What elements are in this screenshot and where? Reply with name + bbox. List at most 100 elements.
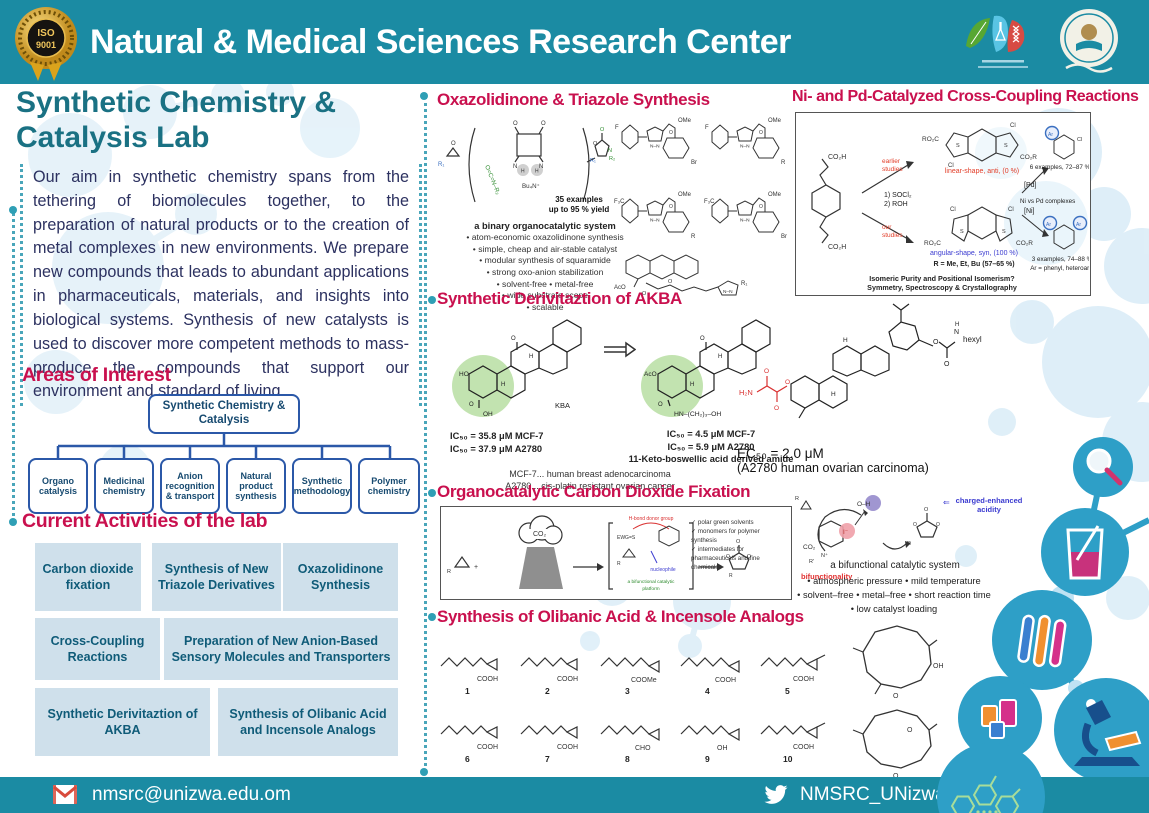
svg-text:F₃C: F₃C	[704, 199, 715, 205]
triazole-structures: F N–N OMe O Br F N–N OMe O R F₃C	[614, 118, 787, 240]
svg-text:O: O	[893, 693, 899, 700]
svg-text:O: O	[593, 141, 598, 147]
email-icon	[53, 785, 77, 804]
svg-text:O: O	[669, 130, 673, 136]
svg-text:R₂: R₂	[609, 156, 615, 162]
svg-text:angular-shape, syn, (100 %): angular-shape, syn, (100 %)	[930, 250, 1018, 257]
dot-cap	[420, 768, 428, 776]
svg-text:H: H	[529, 354, 533, 360]
svg-text:Bu₄N⁺: Bu₄N⁺	[522, 183, 540, 190]
svg-text:2) ROH: 2) ROH	[884, 201, 908, 208]
svg-text:Cl: Cl	[948, 163, 954, 169]
svg-text:3: 3	[625, 686, 630, 696]
svg-text:N: N	[539, 164, 543, 170]
svg-text:up to 95 % yield: up to 95 % yield	[549, 205, 610, 214]
svg-text:H: H	[501, 382, 505, 388]
svg-text:R: R	[691, 234, 696, 240]
svg-text:O: O	[541, 121, 546, 127]
org-child-natural-product: Natural product synthesis	[226, 458, 286, 514]
svg-text:R: R	[447, 569, 451, 575]
svg-text:OH: OH	[933, 663, 944, 670]
svg-text:[Ni]: [Ni]	[1024, 208, 1035, 215]
twitter-handle[interactable]: NMSRC_UNizwa	[800, 784, 946, 805]
svg-text:Cl: Cl	[1010, 123, 1016, 129]
svg-text:earlier: earlier	[882, 158, 901, 165]
svg-text:hexyl: hexyl	[963, 335, 982, 344]
ec50-values: EC₅₀ = 2.0 μM (A2780 human ovarian carci…	[737, 446, 929, 475]
svg-text:O: O	[668, 279, 673, 285]
svg-text:HN–(CH₂)₃–OH: HN–(CH₂)₃–OH	[674, 411, 721, 418]
svg-text:N–N: N–N	[740, 218, 750, 224]
svg-text:R₁: R₁	[438, 162, 444, 168]
svg-text:35 examples: 35 examples	[555, 195, 603, 204]
svg-text:Br: Br	[781, 234, 787, 240]
svg-text:Ar: Ar	[1076, 222, 1081, 228]
activity-oxazolidinone-synthesis: Oxazolidinone Synthesis	[283, 543, 398, 611]
kba-structure: O HO O OH H H KBA	[452, 319, 582, 418]
svg-text:H: H	[955, 322, 959, 328]
svg-text:acidity: acidity	[977, 505, 1002, 514]
activity-akba-derivatization: Synthetic Derivitaztion of AKBA	[35, 688, 210, 756]
svg-text:nucleophile: nucleophile	[650, 567, 676, 573]
cross-coupling-heading: Ni- and Pd-Catalyzed Cross-Coupling Reac…	[792, 88, 1139, 105]
svg-text:S: S	[1004, 143, 1008, 149]
svg-text:R₁: R₁	[590, 158, 596, 164]
contact-email[interactable]: nmsrc@unizwa.edu.om	[92, 784, 291, 805]
svg-text:our: our	[882, 224, 892, 231]
svg-text:COOH: COOH	[557, 676, 578, 683]
kba-ic50-values: IC₅₀ = 35.8 μM MCF-7 IC₅₀ = 37.9 μM A278…	[450, 431, 544, 454]
svg-text:O: O	[451, 141, 456, 147]
svg-text:CHO: CHO	[635, 745, 651, 752]
magnifier-icon	[1073, 437, 1133, 497]
svg-text:studies: studies	[882, 166, 903, 173]
svg-text:3 examples, 74–88 %: 3 examples, 74–88 %	[1032, 256, 1089, 263]
svg-text:N–N: N–N	[650, 218, 660, 224]
svg-text:N–N: N–N	[650, 144, 660, 150]
iso-9001-badge: ISO 9001	[15, 7, 77, 81]
oxazolidinone-bullets: a binary organocatalytic system atom-eco…	[433, 220, 657, 313]
svg-text:EWG=S: EWG=S	[617, 535, 636, 541]
svg-text:R: R	[907, 541, 911, 547]
dot-cap	[428, 613, 436, 621]
current-activities-heading: Current Activities of the lab	[22, 510, 268, 532]
svg-text:OMe: OMe	[678, 118, 692, 124]
svg-text:H: H	[718, 354, 722, 360]
svg-text:Symmetry, Spectroscopy & Cryst: Symmetry, Spectroscopy & Crystallography	[867, 283, 1017, 292]
svg-text:COOH: COOH	[793, 676, 814, 683]
svg-text:a bifunctional catalytic: a bifunctional catalytic	[628, 579, 676, 585]
svg-text:F₃C: F₃C	[614, 199, 625, 205]
svg-text:N: N	[954, 329, 959, 336]
dot-cap	[428, 489, 436, 497]
olibanic-heading: Synthesis of Olibanic Acid & Incensole A…	[437, 607, 804, 626]
svg-text:COOH: COOH	[793, 744, 814, 751]
dot-cap	[9, 518, 17, 526]
svg-text:bifunctionality: bifunctionality	[801, 572, 853, 581]
svg-text:O: O	[764, 368, 769, 375]
svg-text:6 examples, 72–87 %: 6 examples, 72–87 %	[1030, 164, 1089, 171]
lupane-carbamate-structure: H₂N O O O O O N H hexyl H H	[739, 303, 982, 419]
incensole-macrocycle-2: O O	[852, 709, 938, 780]
svg-text:R = Me, Et, Bu (57–65 %): R = Me, Et, Bu (57–65 %)	[933, 261, 1014, 268]
footer-bar: nmsrc@unizwa.edu.om NMSRC_UNizwa	[0, 777, 1149, 813]
svg-text:platform: platform	[642, 586, 659, 592]
dot-cap	[428, 296, 436, 304]
incensole-macrocycle-1: OH O	[852, 625, 944, 700]
svg-text:O: O	[726, 554, 730, 560]
svg-text:O: O	[893, 773, 899, 780]
dotted-divider-column	[424, 96, 427, 772]
cross-coupling-drawing: CO₂H CO₂H earlier studies 1) SOCl₂ 2) RO…	[811, 123, 1094, 292]
svg-text:H-bond donor group: H-bond donor group	[629, 516, 674, 522]
svg-text:R: R	[617, 561, 621, 567]
svg-text:Cl: Cl	[1077, 137, 1082, 143]
svg-text:R': R'	[809, 559, 814, 565]
svg-text:O: O	[924, 507, 929, 513]
svg-text:N⁺: N⁺	[821, 552, 828, 559]
svg-text:OMe: OMe	[768, 118, 782, 124]
reaction-double-arrow	[604, 341, 636, 358]
svg-text:R₁: R₁	[741, 281, 747, 287]
svg-text:4: 4	[705, 686, 710, 696]
olibanic-compounds-row2: COOH 6 COOH 7 CHO 8 OH 9 COOH 10	[440, 722, 826, 764]
lab-title: Synthetic Chemistry & Catalysis Lab	[16, 86, 337, 154]
activity-anion-sensory: Preparation of New Anion-Based Sensory M…	[164, 618, 398, 680]
